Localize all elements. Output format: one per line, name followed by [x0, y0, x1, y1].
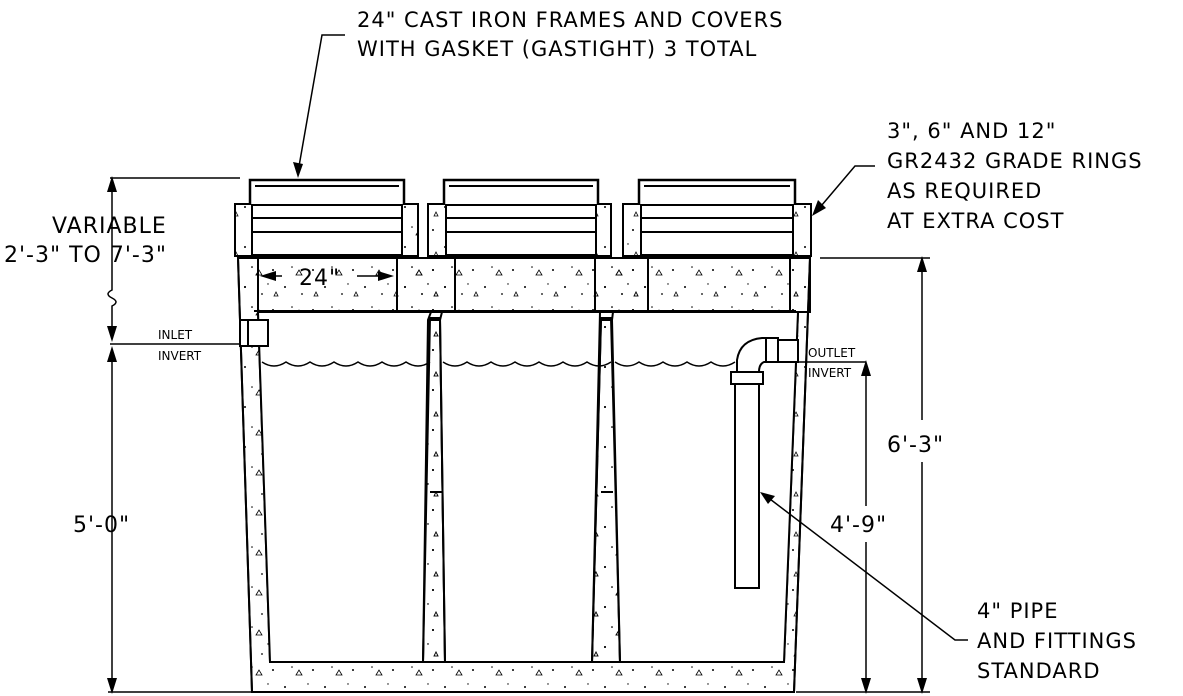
baffle-wall-1: [421, 317, 447, 663]
dimension-lines: [107, 34, 968, 693]
variable-label: VARIABLE: [52, 214, 167, 239]
cover-3: [637, 178, 797, 204]
rings-leader: [815, 165, 875, 213]
frames-note-line1: 24" CAST IRON FRAMES AND COVERS: [357, 8, 784, 32]
riser-2: [427, 178, 612, 257]
rings-note-line3: AS REQUIRED: [887, 179, 1042, 203]
rings-note-line4: AT EXTRA COST: [887, 209, 1064, 233]
inlet-pipe: [239, 319, 269, 347]
inlet-invert-label-2: INVERT: [158, 349, 202, 363]
arrowheads: [107, 162, 927, 694]
outlet-pipe: [730, 337, 799, 589]
risers: [234, 178, 812, 257]
tank-body: [236, 257, 812, 693]
variable-range: 2'-3" TO 7'-3": [4, 243, 167, 268]
total-height-label: 6'-3": [887, 433, 944, 458]
left-height-label: 5'-0": [73, 513, 130, 538]
frames-leader: [297, 34, 345, 173]
baffle-wall-2: [590, 317, 622, 663]
riser-1: [234, 178, 419, 257]
rings-note-line2: GR2432 GRADE RINGS: [887, 149, 1143, 173]
chamber-1: [256, 311, 433, 663]
pipe-leader: [765, 495, 968, 641]
liquid-level: [261, 361, 736, 367]
riser-3: [622, 178, 812, 257]
outlet-invert-label-2: INVERT: [808, 366, 852, 380]
pipe-note-line1: 4" PIPE: [977, 599, 1058, 623]
inlet-invert-label-1: INLET: [158, 328, 193, 342]
outlet-invert-label-1: OUTLET: [808, 346, 856, 360]
tank-outline: [236, 257, 812, 693]
frames-note-line2: WITH GASKET (GASTIGHT) 3 TOTAL: [357, 37, 757, 61]
outlet-height-label: 4'-9": [830, 513, 887, 538]
pipe-note-line2: AND FITTINGS: [977, 629, 1137, 653]
cover-1: [248, 178, 406, 204]
pipe-note-line3: STANDARD: [977, 659, 1101, 683]
rings-note-line1: 3", 6" AND 12": [887, 119, 1056, 143]
opening-width-label: 24": [299, 266, 340, 291]
cover-2: [442, 178, 600, 204]
